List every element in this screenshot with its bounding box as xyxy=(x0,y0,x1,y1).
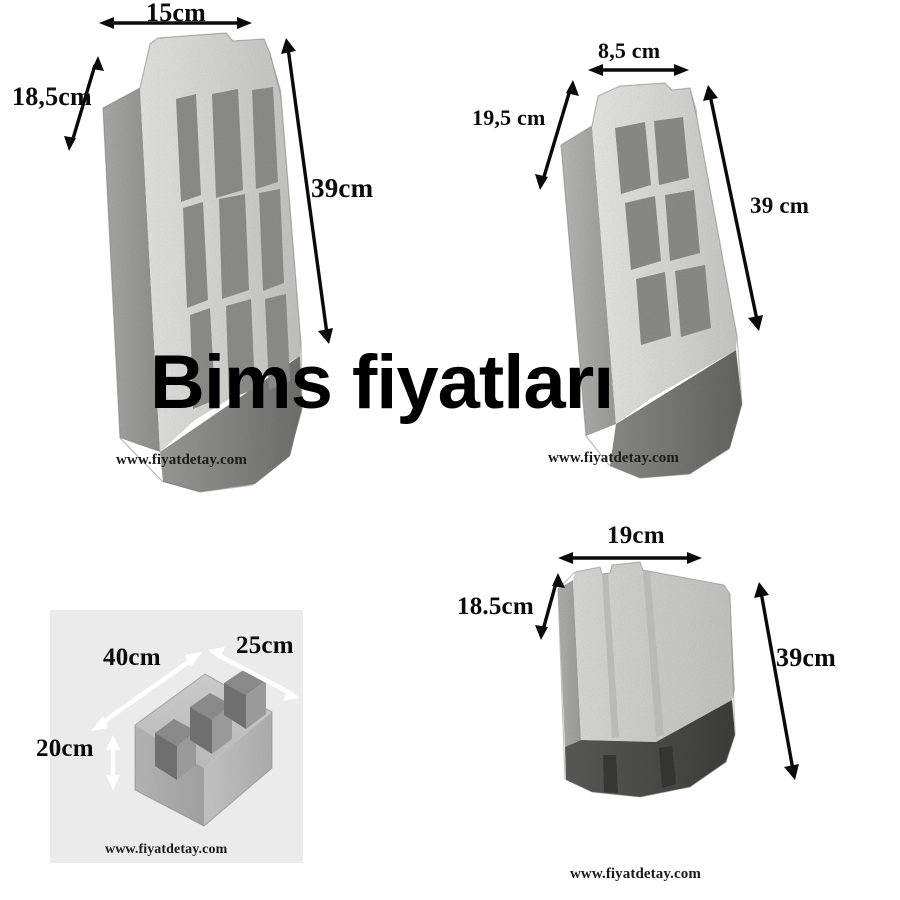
tr-dim-arrows xyxy=(535,64,763,331)
tl-block-cavities xyxy=(176,87,290,409)
tr-length-label: 39 cm xyxy=(750,193,810,218)
bl-dim-arrows xyxy=(91,647,300,790)
br-watermark: www.fiyatdetay.com xyxy=(570,866,701,882)
tr-block-cavities xyxy=(615,117,711,345)
bl-height-label: 20cm xyxy=(36,735,94,762)
br-depth-label: 18.5cm xyxy=(457,593,534,620)
br-length-label: 39cm xyxy=(776,643,836,672)
tl-length-label: 39cm xyxy=(311,173,374,203)
tl-depth-label: 18,5cm xyxy=(12,82,92,111)
bl-depth-label: 25cm xyxy=(236,632,294,659)
tl-watermark: www.fiyatdetay.com xyxy=(116,452,247,468)
tr-width-label: 8,5 cm xyxy=(598,38,661,63)
tl-width-label: 15cm xyxy=(146,0,206,27)
tr-depth-label: 19,5 cm xyxy=(472,105,546,130)
tl-dim-arrows xyxy=(64,17,333,344)
tr-watermark: www.fiyatdetay.com xyxy=(548,450,679,466)
bl-watermark: www.fiyatdetay.com xyxy=(105,842,228,857)
page-title: Bims fiyatları xyxy=(150,340,614,425)
br-block-body xyxy=(557,561,736,798)
br-width-label: 19cm xyxy=(607,522,665,549)
bl-width-label: 40cm xyxy=(103,644,161,671)
br-dim-arrows xyxy=(535,552,799,780)
